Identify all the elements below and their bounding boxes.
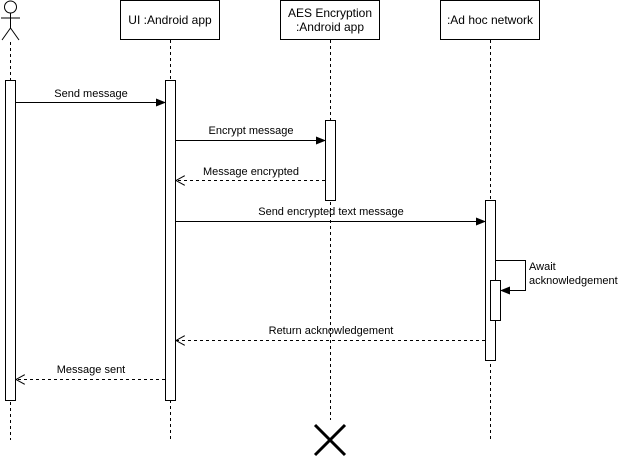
message-sent-label: Message sent (56, 364, 126, 376)
self-message-label: Await acknowledgement (529, 260, 618, 288)
message-send-message-label: Send message (54, 88, 128, 100)
net-self-activation (490, 280, 501, 321)
participant-net-label: :Ad hoc network (446, 13, 534, 27)
self-message-label-line1: Await (529, 261, 556, 273)
actor-icon (1, 0, 20, 41)
message-send-encrypted-label: Send encrypted text message (258, 206, 404, 218)
x-destroy-icon (313, 423, 347, 457)
actor-activation (5, 80, 16, 401)
participant-net: :Ad hoc network (440, 0, 540, 40)
participant-aes-label-line2: :Android app (295, 20, 365, 34)
message-return-ack-label: Return acknowledgement (268, 325, 394, 337)
message-encrypted-label: Message encrypted (203, 166, 299, 178)
self-message-label-line2: acknowledgement (529, 275, 618, 287)
participant-ui-label: UI :Android app (128, 13, 212, 27)
participant-ui: UI :Android app (120, 0, 220, 40)
aes-activation (325, 120, 336, 201)
participant-aes: AES Encryption :Android app (280, 0, 380, 40)
participant-aes-label-line1: AES Encryption (287, 6, 373, 20)
message-encrypt-label: Encrypt message (208, 125, 294, 137)
ui-activation (165, 80, 176, 401)
self-message-await-arrow (496, 260, 526, 295)
